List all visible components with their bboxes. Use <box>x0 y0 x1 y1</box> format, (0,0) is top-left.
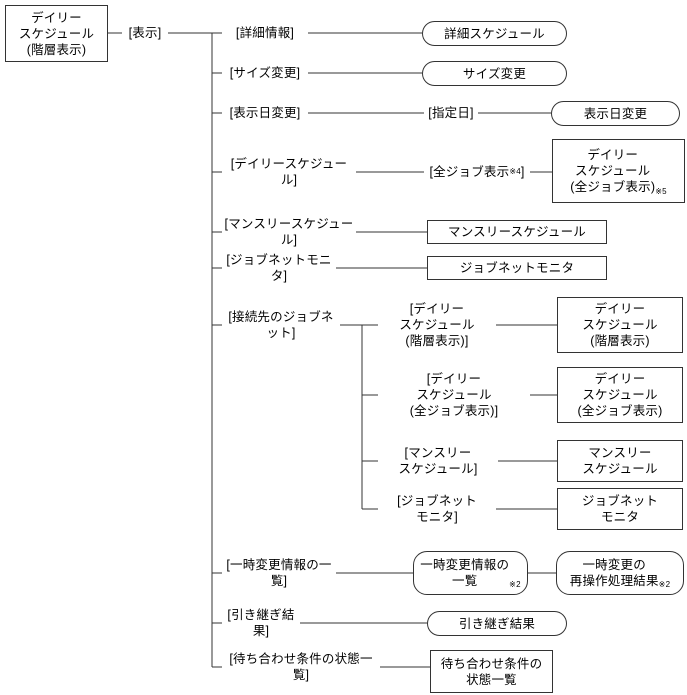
window-connected-monthly-schedule[interactable]: マンスリー スケジュール <box>557 440 683 482</box>
submenu-label-tail: ] <box>520 165 525 179</box>
menu-item-size-change[interactable]: [サイズ変更] <box>222 62 308 84</box>
window-connected-daily-schedule-all-jobs[interactable]: デイリー スケジュール (全ジョブ表示) <box>557 367 683 423</box>
menu-item-monthly-schedule[interactable]: [マンスリースケジュール] <box>222 217 356 247</box>
root-window-daily-schedule-hierarchical[interactable]: デイリー スケジュール (階層表示) <box>5 5 108 62</box>
menu-item-jobnet-monitor[interactable]: [ジョブネットモニタ] <box>222 253 336 283</box>
window-label: デイリー スケジュール (全ジョブ表示) <box>570 148 656 194</box>
menu-item-display-date-change[interactable]: [表示日変更] <box>222 102 308 124</box>
dialog-label: 一時変更情報の 一覧 <box>420 558 510 588</box>
footnote-marker-2b: ※2 <box>658 580 671 589</box>
window-monthly-schedule[interactable]: マンスリースケジュール <box>427 220 607 244</box>
submenu-item-connected-daily-hierarchical[interactable]: [デイリー スケジュール (階層表示)] <box>378 297 496 353</box>
menu-item-takeover-result[interactable]: [引き継ぎ結果] <box>222 608 300 638</box>
window-connected-jobnet-monitor[interactable]: ジョブネット モニタ <box>557 488 683 530</box>
menu-item-detail-info[interactable]: [詳細情報] <box>222 22 308 44</box>
menu-view[interactable]: [表示] <box>122 22 168 44</box>
submenu-item-connected-monthly[interactable]: [マンスリー スケジュール] <box>378 440 498 482</box>
window-daily-schedule-all-jobs[interactable]: デイリー スケジュール (全ジョブ表示)※5 <box>552 139 685 203</box>
dialog-takeover-result[interactable]: 引き継ぎ結果 <box>427 611 567 636</box>
footnote-marker-4: ※4 <box>509 167 521 176</box>
dialog-detail-schedule[interactable]: 詳細スケジュール <box>422 21 567 46</box>
submenu-item-all-jobs-display[interactable]: [全ジョブ表示※4] <box>424 161 530 183</box>
submenu-label-text: [全ジョブ表示 <box>429 165 510 179</box>
menu-item-temp-change-info-list[interactable]: [一時変更情報の一覧] <box>222 558 336 588</box>
submenu-item-specified-date[interactable]: [指定日] <box>424 102 478 124</box>
menu-item-daily-schedule[interactable]: [デイリースケジュール] <box>222 157 356 187</box>
dialog-display-date-change[interactable]: 表示日変更 <box>551 101 680 126</box>
window-jobnet-monitor[interactable]: ジョブネットモニタ <box>427 256 607 280</box>
footnote-marker-2a: ※2 <box>509 580 521 589</box>
dialog-temp-change-info-list[interactable]: 一時変更情報の 一覧※2 <box>413 551 528 595</box>
window-connected-daily-schedule-hierarchical[interactable]: デイリー スケジュール (階層表示) <box>557 297 683 353</box>
dialog-size-change[interactable]: サイズ変更 <box>422 61 567 86</box>
dialog-label: 一時変更の 再操作処理結果 <box>569 558 659 588</box>
menu-item-connected-jobnet[interactable]: [接続先のジョブネット] <box>222 310 340 340</box>
menu-item-wait-condition-status-list[interactable]: [待ち合わせ条件の状態一覧] <box>222 652 380 682</box>
footnote-marker-5: ※5 <box>655 187 667 196</box>
submenu-item-connected-jobnet-monitor[interactable]: [ジョブネット モニタ] <box>378 488 496 530</box>
submenu-item-connected-daily-all-jobs[interactable]: [デイリー スケジュール (全ジョブ表示)] <box>378 367 530 423</box>
window-wait-condition-status-list[interactable]: 待ち合わせ条件の 状態一覧 <box>430 650 553 693</box>
dialog-temp-change-reoperation-result[interactable]: 一時変更の 再操作処理結果※2 <box>556 551 684 595</box>
